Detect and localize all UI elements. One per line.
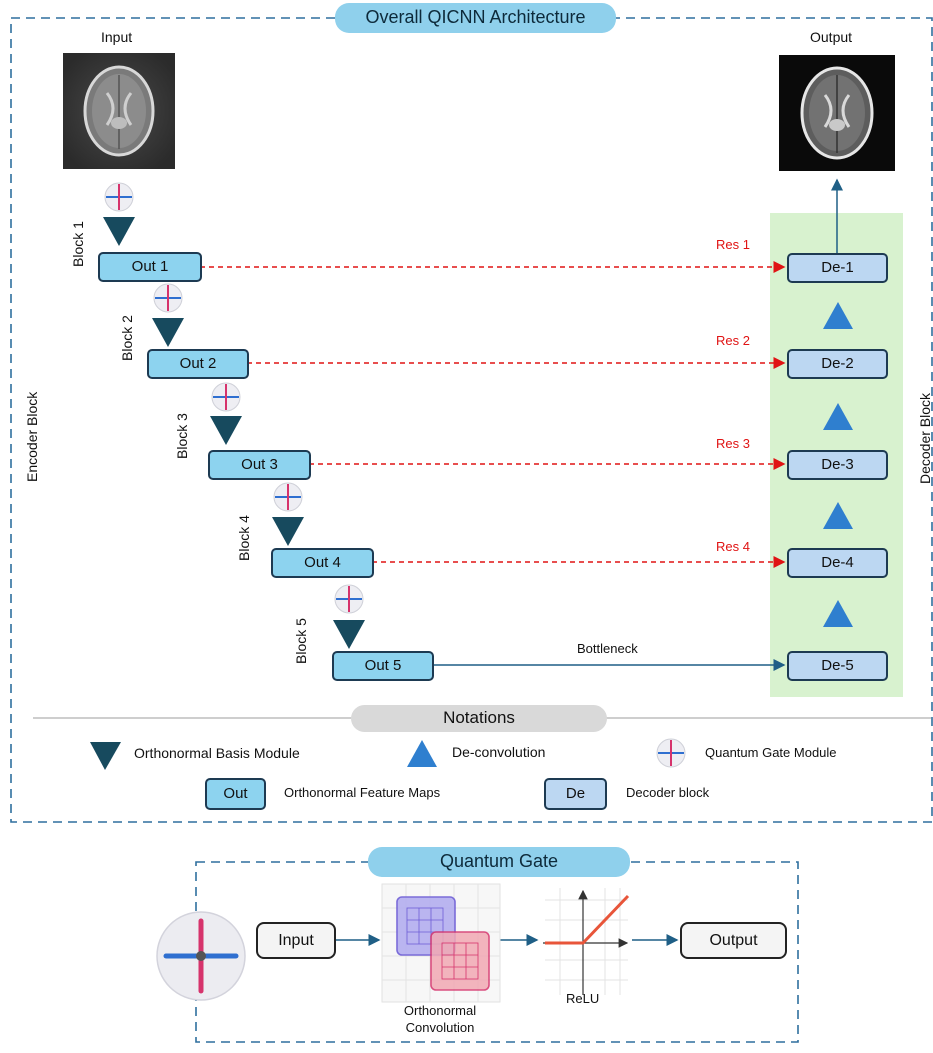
deconv-triangle-4	[823, 600, 853, 627]
quantum-gate-title: Quantum Gate	[368, 847, 630, 877]
encoder-block-label: Encoder Block	[24, 391, 40, 482]
notation-basis-icon	[90, 742, 121, 770]
de-4-box: De-4	[787, 548, 888, 578]
de-5-box: De-5	[787, 651, 888, 681]
basis-triangle-5	[333, 620, 365, 649]
out-5-box: Out 5	[332, 651, 434, 681]
quantum-gate-icon-2	[153, 283, 183, 313]
de-3-box: De-3	[787, 450, 888, 480]
notation-deconv-text: De-convolution	[452, 744, 546, 760]
notation-quantum-gate-text: Quantum Gate Module	[705, 745, 837, 760]
res-1-label: Res 1	[716, 237, 750, 252]
basis-triangle-4	[272, 517, 304, 546]
relu-plot-icon	[543, 888, 630, 995]
output-label: Output	[810, 29, 853, 45]
notation-quantum-gate-icon	[656, 738, 686, 768]
block-2-label: Block 2	[119, 315, 135, 361]
basis-triangle-2	[152, 318, 184, 347]
res-4-label: Res 4	[716, 539, 750, 554]
notation-deconv-icon	[407, 740, 437, 767]
output-mri-image	[779, 55, 895, 171]
qg-input-box: Input	[256, 922, 336, 959]
block-5-label: Block 5	[293, 618, 309, 664]
quantum-gate-icon-5	[334, 584, 364, 614]
basis-triangle-3	[210, 416, 242, 445]
notation-de-box: De	[544, 778, 607, 810]
input-mri-image	[63, 53, 175, 169]
notation-out-text: Orthonormal Feature Maps	[284, 785, 441, 800]
de-2-box: De-2	[787, 349, 888, 379]
out-3-box: Out 3	[208, 450, 311, 480]
block-3-label: Block 3	[174, 413, 190, 459]
quantum-gate-icon-3	[211, 382, 241, 412]
decoder-block-label: Decoder Block	[917, 392, 933, 484]
deconv-triangle-3	[823, 502, 853, 529]
out-2-box: Out 2	[147, 349, 249, 379]
out-1-box: Out 1	[98, 252, 202, 282]
overall-frame	[10, 17, 933, 823]
block-1-label: Block 1	[70, 221, 86, 267]
basis-triangle-1	[103, 217, 135, 246]
out-4-box: Out 4	[271, 548, 374, 578]
quantum-gate-icon-4	[273, 482, 303, 512]
quantum-gate-large-icon	[156, 911, 246, 1001]
deconv-triangle-2	[823, 403, 853, 430]
notation-basis-text: Orthonormal Basis Module	[134, 745, 300, 761]
notation-de-text: Decoder block	[626, 785, 710, 800]
qg-output-box: Output	[680, 922, 787, 959]
orthonormal-convolution-icon	[381, 883, 501, 1003]
quantum-gate-icon-1	[104, 182, 134, 212]
notation-out-box: Out	[205, 778, 266, 810]
notations-title: Notations	[351, 705, 607, 732]
res-3-label: Res 3	[716, 436, 750, 451]
bottleneck-label: Bottleneck	[577, 641, 638, 656]
qg-relu-label: ReLU	[566, 991, 600, 1006]
qg-conv-label-line2: Convolution	[405, 1020, 475, 1035]
deconv-triangle-1	[823, 302, 853, 329]
input-label: Input	[101, 29, 133, 45]
res-2-label: Res 2	[716, 333, 750, 348]
de-1-box: De-1	[787, 253, 888, 283]
block-4-label: Block 4	[236, 515, 252, 561]
qg-conv-label-line1: Orthonormal	[403, 1003, 477, 1018]
overall-title: Overall QICNN Architecture	[335, 3, 616, 33]
